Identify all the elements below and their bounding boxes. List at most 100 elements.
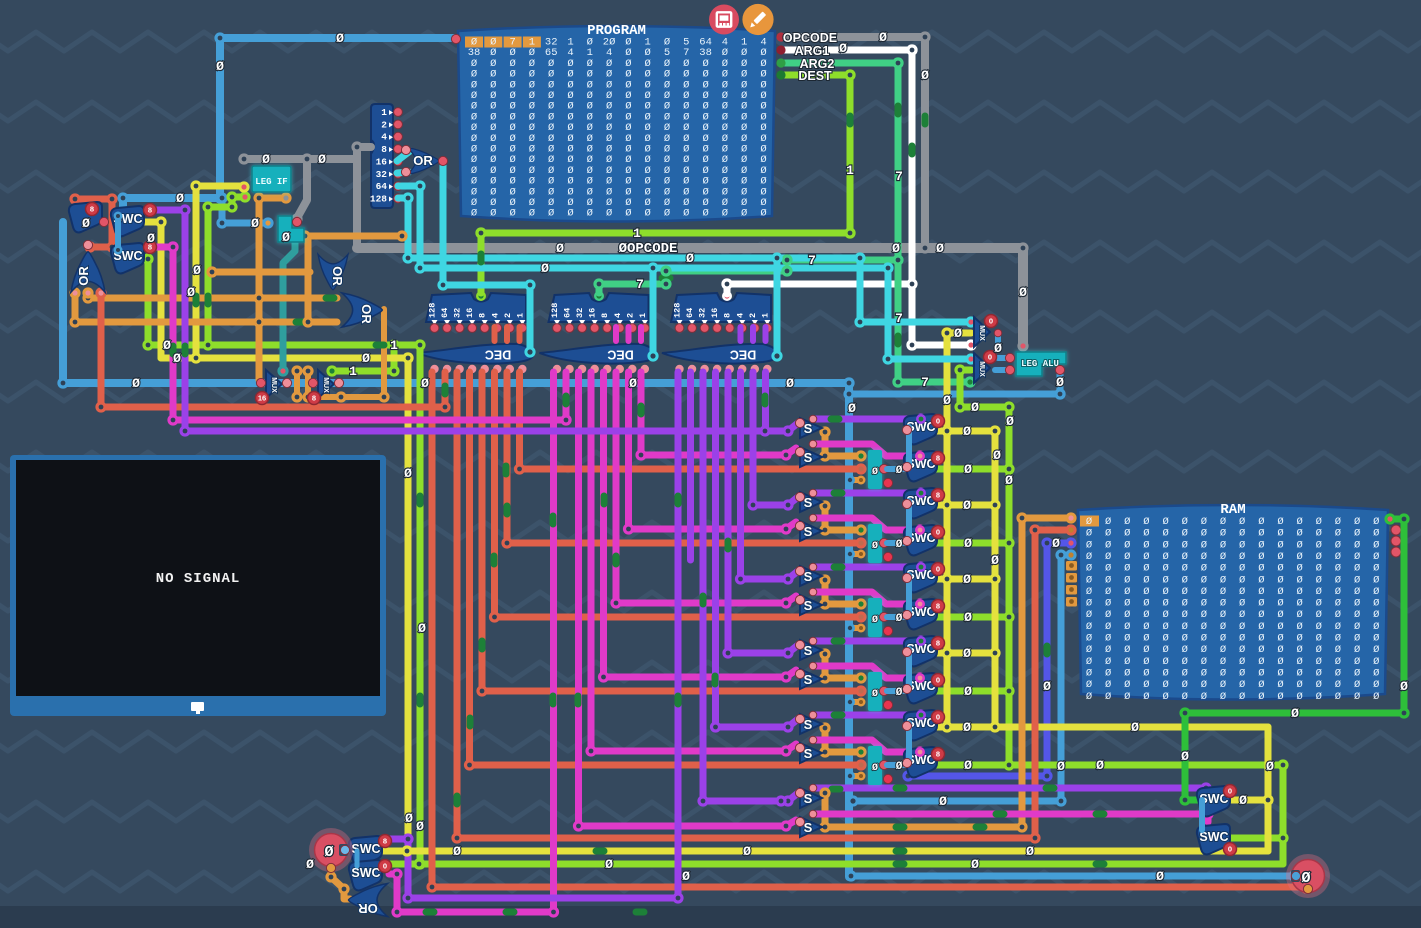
svg-text:Ø: Ø xyxy=(1006,414,1014,429)
svg-text:Ø: Ø xyxy=(1005,473,1013,488)
svg-text:DEC: DEC xyxy=(730,348,756,362)
svg-text:8: 8 xyxy=(936,639,940,648)
svg-text:Ø: Ø xyxy=(1266,759,1274,774)
svg-text:8: 8 xyxy=(90,205,94,214)
svg-text:S: S xyxy=(804,421,813,436)
svg-text:Ø: Ø xyxy=(1043,679,1051,694)
svg-text:Ø: Ø xyxy=(262,152,270,167)
svg-text:S: S xyxy=(804,569,813,584)
svg-text:Ø: Ø xyxy=(421,376,429,391)
svg-text:RAM: RAM xyxy=(1220,502,1245,518)
svg-text:32: 32 xyxy=(453,308,463,318)
svg-text:Ø: Ø xyxy=(896,613,903,625)
svg-text:Ø: Ø xyxy=(743,844,751,859)
svg-text:Ø: Ø xyxy=(1400,679,1408,694)
svg-text:Ø: Ø xyxy=(1301,870,1310,887)
svg-text:128: 128 xyxy=(550,303,560,318)
svg-text:4: 4 xyxy=(381,132,387,143)
svg-text:0: 0 xyxy=(936,713,940,722)
svg-text:4: 4 xyxy=(613,313,623,318)
svg-text:1: 1 xyxy=(381,107,387,118)
svg-text:16: 16 xyxy=(258,394,266,403)
svg-text:8: 8 xyxy=(723,313,733,318)
svg-text:2: 2 xyxy=(748,313,758,318)
svg-text:0: 0 xyxy=(383,862,387,871)
svg-text:Ø: Ø xyxy=(971,400,979,415)
svg-text:7: 7 xyxy=(895,169,903,184)
svg-text:Ø: Ø xyxy=(173,351,181,366)
svg-text:16: 16 xyxy=(376,156,388,167)
svg-text:8: 8 xyxy=(600,313,610,318)
svg-text:8: 8 xyxy=(148,243,152,252)
svg-text:ARG1: ARG1 xyxy=(795,44,830,58)
svg-text:NO SIGNAL: NO SIGNAL xyxy=(156,571,241,587)
svg-text:Ø: Ø xyxy=(993,448,1001,463)
svg-text:SWC: SWC xyxy=(906,568,935,582)
svg-text:Ø: Ø xyxy=(848,401,856,416)
svg-text:Ø: Ø xyxy=(872,540,878,552)
svg-text:Ø: Ø xyxy=(1026,844,1034,859)
svg-text:LEG ALU: LEG ALU xyxy=(1021,359,1059,369)
svg-text:4: 4 xyxy=(735,313,745,318)
svg-text:4: 4 xyxy=(490,313,500,318)
svg-text:Ø: Ø xyxy=(1181,749,1189,764)
svg-text:64: 64 xyxy=(685,308,695,318)
svg-text:64: 64 xyxy=(376,181,388,192)
svg-text:OR: OR xyxy=(413,153,433,168)
svg-text:16: 16 xyxy=(710,308,720,318)
svg-text:Ø: Ø xyxy=(964,462,972,477)
svg-text:Ø: Ø xyxy=(282,230,290,245)
svg-text:ARG2: ARG2 xyxy=(800,57,835,71)
svg-text:Ø: Ø xyxy=(943,393,951,408)
svg-text:8: 8 xyxy=(478,313,488,318)
svg-text:0: 0 xyxy=(936,417,940,426)
svg-text:1: 1 xyxy=(633,226,641,241)
svg-text:Ø: Ø xyxy=(187,285,195,300)
svg-text:Ø: Ø xyxy=(963,572,971,587)
svg-text:MUX: MUX xyxy=(978,361,985,377)
svg-text:Ø: Ø xyxy=(405,811,413,826)
svg-text:Ø: Ø xyxy=(541,261,549,276)
svg-text:Ø: Ø xyxy=(416,819,424,834)
svg-text:8: 8 xyxy=(936,750,940,759)
svg-text:32: 32 xyxy=(376,169,388,180)
svg-text:SWC: SWC xyxy=(906,679,935,693)
svg-text:Ø: Ø xyxy=(963,646,971,661)
svg-text:Ø: Ø xyxy=(362,351,370,366)
svg-text:1: 1 xyxy=(390,338,398,353)
svg-text:S: S xyxy=(804,524,813,539)
svg-text:SWC: SWC xyxy=(906,494,935,508)
svg-text:DEC: DEC xyxy=(607,348,633,362)
svg-text:S: S xyxy=(804,746,813,761)
svg-text:Ø: Ø xyxy=(163,338,171,353)
svg-text:Ø: Ø xyxy=(216,59,224,74)
svg-text:Ø: Ø xyxy=(251,216,259,231)
svg-text:S: S xyxy=(804,450,813,465)
svg-text:OR: OR xyxy=(359,304,374,324)
svg-text:S: S xyxy=(804,717,813,732)
svg-text:7: 7 xyxy=(808,253,816,268)
svg-text:Ø: Ø xyxy=(1052,536,1060,551)
svg-text:Ø: Ø xyxy=(964,758,972,773)
svg-text:OR: OR xyxy=(76,266,91,286)
svg-text:Ø: Ø xyxy=(682,869,690,884)
svg-text:8: 8 xyxy=(312,394,316,403)
svg-text:Ø: Ø xyxy=(176,191,184,206)
svg-text:Ø: Ø xyxy=(605,857,613,872)
svg-text:Ø: Ø xyxy=(404,466,412,481)
svg-text:Ø: Ø xyxy=(1019,285,1027,300)
svg-text:16: 16 xyxy=(465,308,475,318)
